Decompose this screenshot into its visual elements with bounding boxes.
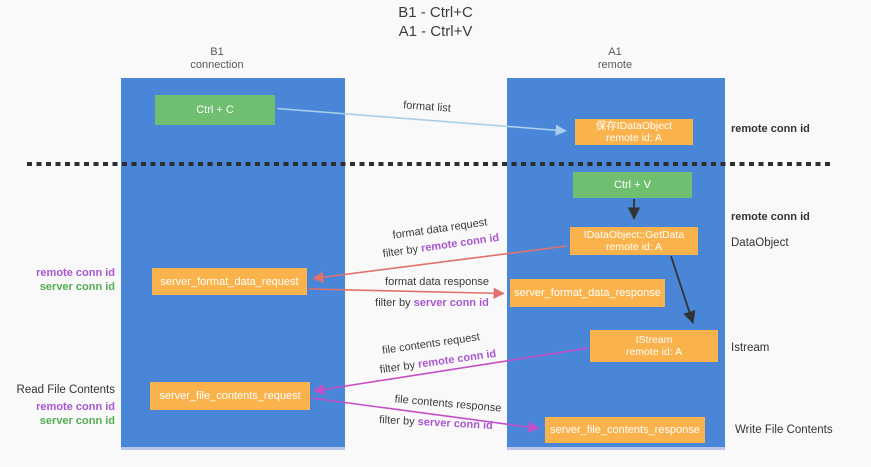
label-format-data-response: format data response: [385, 276, 489, 288]
left-label-read-file-contents: Read File Contents: [16, 384, 115, 396]
node-format-request-label: server_format_data_request: [160, 275, 299, 288]
node-istream-line1: IStream: [635, 333, 673, 346]
node-save-idataobject-line2: remote id: A: [605, 132, 663, 144]
node-file-response-label: server_file_contents_response: [550, 424, 700, 436]
title-line-2: A1 - Ctrl+V: [398, 23, 473, 40]
left-conn-id-block-2: remote conn id server conn id: [8, 400, 115, 428]
filter-by-text: filter by: [379, 359, 416, 377]
title-line-1: B1 - Ctrl+C: [398, 4, 473, 21]
node-ctrl-v-label: Ctrl + V: [614, 179, 651, 191]
node-server-file-contents-response: server_file_contents_response: [545, 417, 705, 443]
node-file-request-label: server_file_contents_request: [159, 390, 301, 402]
lifeline-b1-subtitle: connection: [190, 59, 244, 71]
left-label-server-conn-id-2: server conn id: [39, 415, 115, 427]
node-ctrl-c-label: Ctrl + C: [196, 104, 234, 116]
filter-by-text: filter by: [378, 414, 415, 428]
right-label-write-file-contents: Write File Contents: [735, 424, 833, 436]
node-server-format-data-response: server_format_data_response: [510, 279, 665, 307]
node-save-idataobject: 保存IDataObject remote id: A: [575, 119, 693, 145]
diagram-title: B1 - Ctrl+C A1 - Ctrl+V: [0, 3, 871, 41]
left-label-server-conn-id-1: server conn id: [39, 281, 115, 293]
remote-conn-id-text: remote conn id: [417, 347, 497, 371]
label-file-response-filter: filter by server conn id: [379, 414, 493, 432]
node-istream-line2: remote id: A: [625, 346, 683, 358]
left-conn-id-block-1: remote conn id server conn id: [8, 266, 115, 294]
left-label-remote-conn-id-2: remote conn id: [36, 401, 115, 413]
server-conn-id-text: server conn id: [417, 416, 494, 432]
filter-by-text: filter by: [375, 297, 411, 309]
server-conn-id-text: server conn id: [413, 297, 489, 309]
lifeline-header-b1: B1 connection: [147, 46, 287, 72]
node-server-format-data-request: server_format_data_request: [152, 268, 307, 295]
lifeline-header-a1: A1 remote: [545, 46, 685, 72]
node-ctrl-c: Ctrl + C: [155, 95, 275, 125]
lifeline-a1-subtitle: remote: [597, 59, 633, 71]
right-label-dataobject: DataObject: [731, 237, 789, 249]
label-format-response-filter: filter by server conn id: [375, 297, 489, 309]
filter-by-text: filter by: [382, 243, 419, 261]
node-server-file-contents-request: server_file_contents_request: [150, 382, 310, 410]
node-ctrl-v: Ctrl + V: [573, 172, 692, 198]
left-label-remote-conn-id-1: remote conn id: [36, 267, 115, 279]
label-format-list: format list: [402, 99, 452, 115]
right-label-remote-conn-id-top: remote conn id: [731, 123, 810, 135]
node-format-response-label: server_format_data_response: [514, 287, 661, 299]
label-file-contents-response: file contents response: [394, 393, 502, 415]
right-label-remote-conn-id-mid: remote conn id: [731, 211, 810, 223]
node-save-idataobject-line1: 保存IDataObject: [595, 119, 673, 132]
node-istream: IStream remote id: A: [590, 330, 718, 362]
right-label-istream: Istream: [731, 342, 770, 354]
node-idataobject-getdata: IDataObject::GetData remote id: A: [570, 227, 698, 255]
lifeline-a1-title: A1: [608, 46, 622, 58]
node-getdata-line2: remote id: A: [605, 241, 663, 253]
node-getdata-line1: IDataObject::GetData: [583, 228, 685, 241]
lifeline-b1-title: B1: [210, 46, 224, 58]
